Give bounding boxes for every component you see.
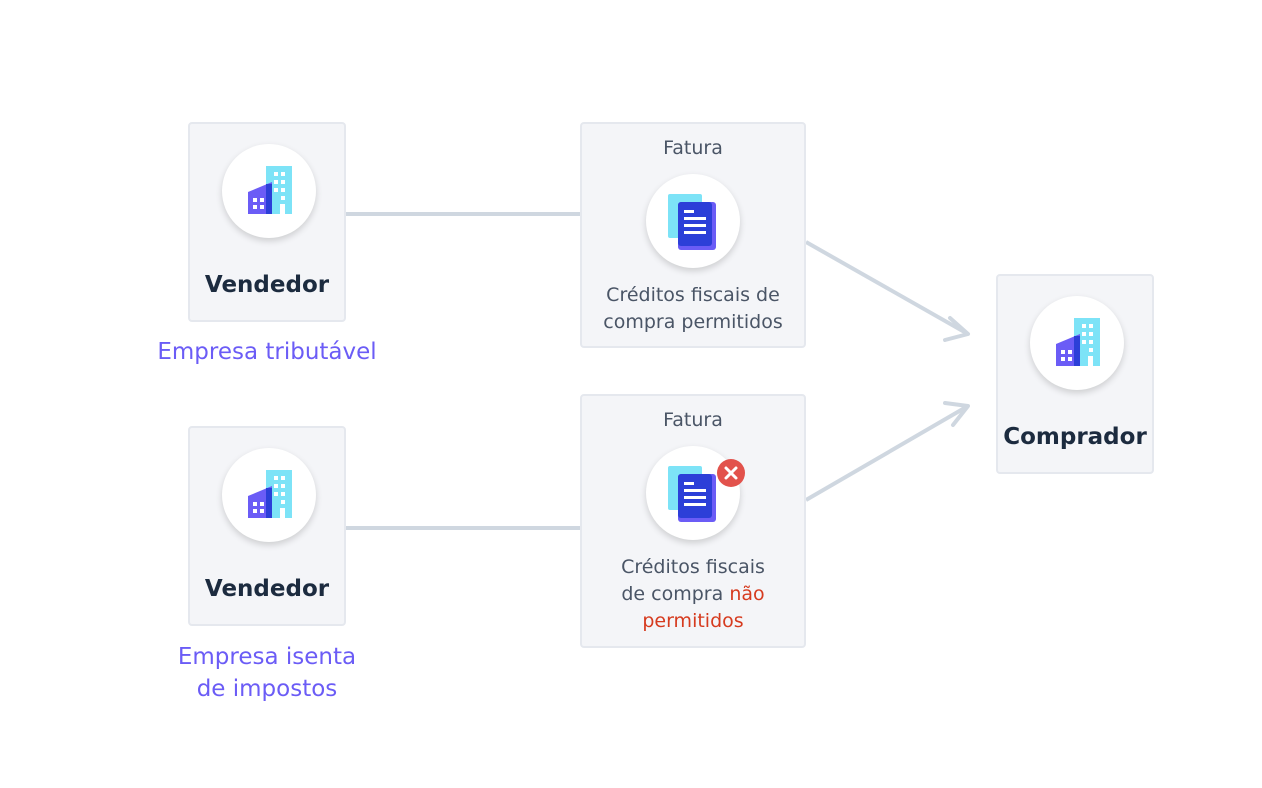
seller-type-label-bottom: Empresa isenta de impostos [120,641,414,705]
buyer-avatar [1030,296,1124,390]
document-icon [668,194,716,250]
seller-avatar-top [222,144,316,238]
invoice-card-top: Fatura Créditos fiscais de compra permit… [580,122,806,348]
close-icon [717,459,745,487]
not-allowed-text: não [729,583,765,605]
arrowhead-top [943,316,970,342]
document-icon [668,466,716,522]
invoice-description-bottom: Créditos fiscais de compra não permitido… [582,554,804,635]
invoice-title-bottom: Fatura [663,409,723,431]
invoice-desc-line2-top: compra permitidos [603,311,783,333]
invoice-description-top: Créditos fiscais de compra permitidos [582,282,804,336]
invoice-desc-line3-bottom: permitidos [642,610,744,632]
arrow-bottom-to-buyer [804,404,970,502]
building-icon [248,166,292,214]
arrow-top-to-buyer [805,240,969,336]
seller-card-top: Vendedor [188,122,346,322]
invoice-card-bottom: Fatura Créditos fiscais de compra não pe… [580,394,806,648]
seller-avatar-bottom [222,448,316,542]
buyer-name: Comprador [1003,424,1147,450]
invoice-desc-line2a-bottom: de compra [621,583,724,605]
buyer-card: Comprador [996,274,1154,474]
seller-name-bottom: Vendedor [204,576,330,602]
invoice-title-top: Fatura [663,137,723,159]
seller-type-line1-bottom: Empresa isenta [177,644,357,670]
building-icon [1056,318,1100,366]
seller-card-bottom: Vendedor [188,426,346,626]
seller-name-top: Vendedor [204,272,330,298]
invoice-desc-line1-top: Créditos fiscais de [606,284,780,306]
seller-type-label-top: Empresa tributável [120,336,414,368]
invoice-avatar-bottom [646,446,740,540]
invoice-desc-line1-bottom: Créditos fiscais [621,556,765,578]
building-icon [248,470,292,518]
invoice-avatar-top [646,174,740,268]
seller-type-line2-bottom: de impostos [196,676,338,702]
arrowhead-bottom [943,401,970,427]
invoice-desc-line2-bottom: de compra não [582,581,804,608]
seller-type-text-top: Empresa tributável [157,339,377,365]
